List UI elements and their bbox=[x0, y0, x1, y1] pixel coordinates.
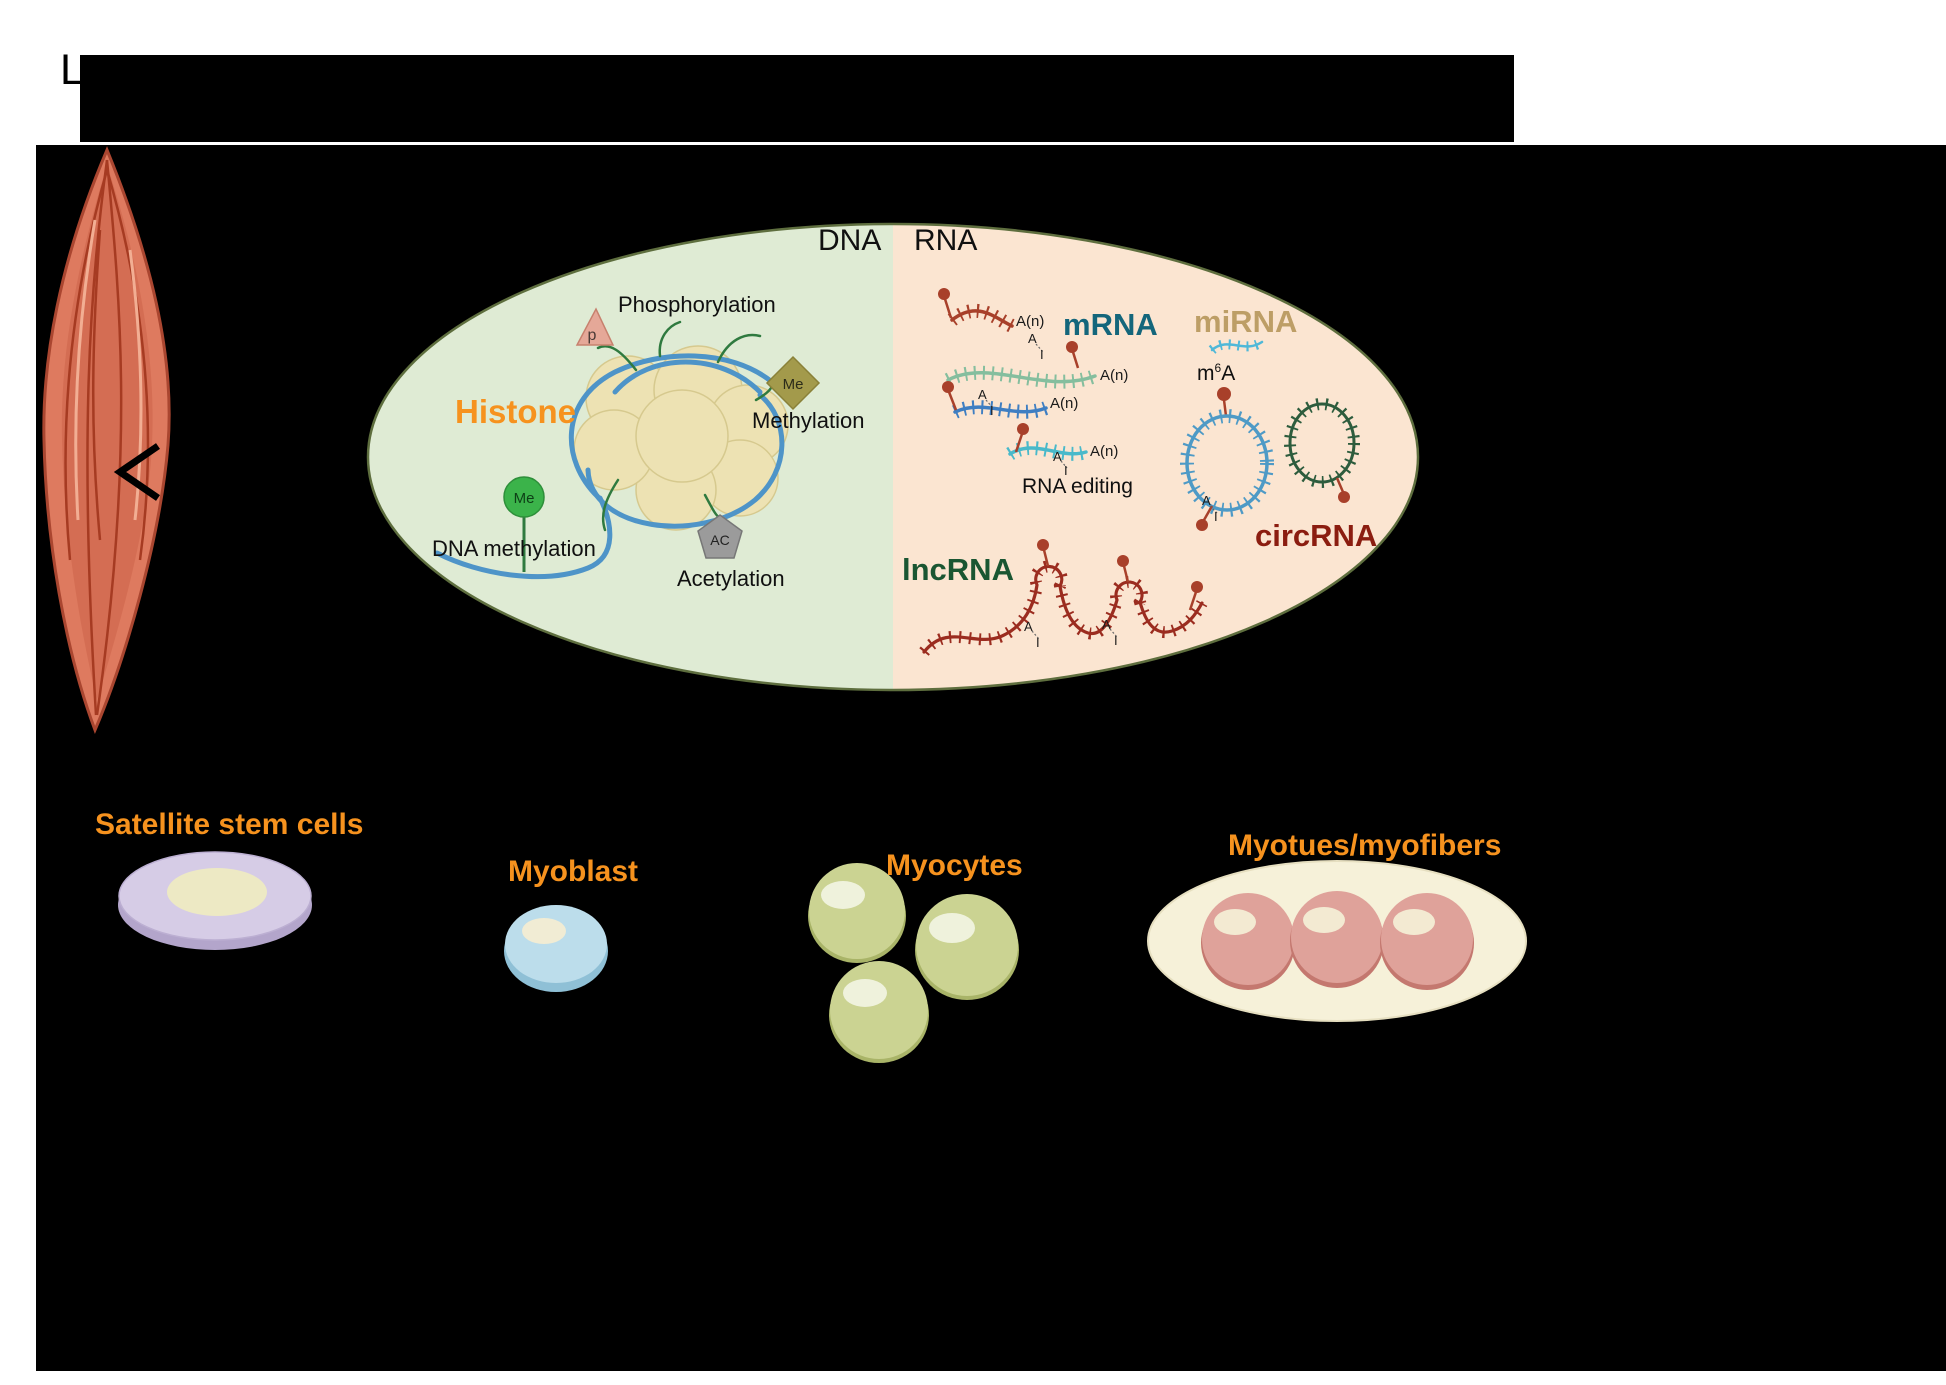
edit-a-1: A bbox=[1028, 331, 1037, 346]
methylation-label: Methylation bbox=[752, 408, 865, 433]
mirna-label: miRNA bbox=[1194, 304, 1298, 339]
phosphorylation-mark: p bbox=[575, 307, 615, 346]
acetylation-label: Acetylation bbox=[677, 566, 785, 591]
edit-a-3: A bbox=[1053, 449, 1062, 464]
methylation-mark: Me bbox=[765, 355, 821, 411]
myofiber bbox=[1147, 860, 1527, 1022]
m6a-tail: A bbox=[1221, 362, 1236, 385]
methyl-mark-text: Me bbox=[783, 376, 804, 393]
myocyte-cells bbox=[808, 863, 1019, 1063]
edit-i-2: I bbox=[990, 403, 994, 418]
mirna-squiggle bbox=[1208, 337, 1265, 355]
dna-zone-label: DNA bbox=[818, 224, 882, 257]
myocyte-3 bbox=[829, 961, 929, 1063]
polya-tag-4: A(n) bbox=[1090, 443, 1119, 460]
dna-methyl-mark-text: Me bbox=[514, 490, 535, 507]
nucleus-ellipse bbox=[366, 222, 1420, 692]
acetyl-mark-text: AC bbox=[710, 532, 729, 548]
myocytes-label: Myocytes bbox=[886, 849, 1023, 882]
myoblast-label: Myoblast bbox=[508, 855, 639, 888]
editing-connectors bbox=[985, 343, 1218, 640]
myofibers-label: Myotues/myofibers bbox=[1228, 829, 1502, 862]
m6a-lollipop bbox=[1217, 387, 1231, 417]
m6a-label: m6A bbox=[1197, 361, 1236, 385]
m6a-sup: 6 bbox=[1214, 361, 1222, 375]
myofiber-nucleus-1 bbox=[1201, 893, 1295, 990]
circrna-green bbox=[1284, 398, 1360, 503]
mrna-strand-3 bbox=[942, 381, 1049, 419]
mrna-label: mRNA bbox=[1063, 307, 1158, 342]
title-first-letter: L bbox=[60, 46, 84, 94]
myocyte-2 bbox=[915, 894, 1019, 1000]
myocyte-1 bbox=[808, 863, 906, 963]
edit-a-4: A bbox=[1202, 493, 1211, 508]
circrna-label: circRNA bbox=[1255, 518, 1378, 553]
rna-zone-label: RNA bbox=[914, 224, 978, 257]
phospho-mark-text: p bbox=[588, 327, 597, 344]
dna-methylation-label: DNA methylation bbox=[432, 536, 596, 561]
mrna-strand-1 bbox=[938, 288, 1016, 333]
zoom-chevron-icon bbox=[113, 443, 160, 501]
phosphorylation-label: Phosphorylation bbox=[618, 292, 776, 317]
polya-tag-1: A(n) bbox=[1016, 313, 1045, 330]
edit-i-6: I bbox=[1114, 633, 1118, 648]
mrna-strand-4 bbox=[1006, 423, 1089, 461]
edit-a-5: A bbox=[1024, 619, 1033, 634]
myoblast-cell bbox=[504, 905, 608, 992]
edit-i-3: I bbox=[1064, 463, 1068, 478]
mrna-strand-2 bbox=[944, 341, 1098, 389]
circrna-blue bbox=[1180, 409, 1274, 531]
lncrna-strand bbox=[919, 539, 1208, 657]
myofiber-nucleus-3 bbox=[1380, 893, 1474, 990]
edit-a-2: A bbox=[978, 387, 987, 402]
satellite-stem-cells-label: Satellite stem cells bbox=[95, 808, 364, 841]
edit-i-5: I bbox=[1036, 635, 1040, 650]
muscle-illustration bbox=[42, 146, 171, 735]
histone-label: Histone bbox=[455, 393, 577, 430]
dna-methylation-mark: Me bbox=[503, 476, 545, 572]
edit-a-6: A bbox=[1102, 617, 1111, 632]
edit-i-4: I bbox=[1214, 509, 1218, 524]
edit-i-1: I bbox=[1040, 347, 1044, 362]
polya-tag-2: A(n) bbox=[1100, 367, 1129, 384]
polya-tag-3: A(n) bbox=[1050, 395, 1079, 412]
redacted-title-bar bbox=[80, 55, 1514, 142]
myofiber-nucleus-2 bbox=[1290, 891, 1384, 988]
rna-editing-label: RNA editing bbox=[1022, 475, 1133, 498]
lncrna-label: lncRNA bbox=[902, 552, 1014, 587]
dna-strand bbox=[434, 353, 785, 579]
acetylation-mark: AC bbox=[697, 514, 743, 559]
satellite-stem-cell bbox=[118, 851, 312, 950]
m6a-base: m bbox=[1197, 362, 1215, 385]
